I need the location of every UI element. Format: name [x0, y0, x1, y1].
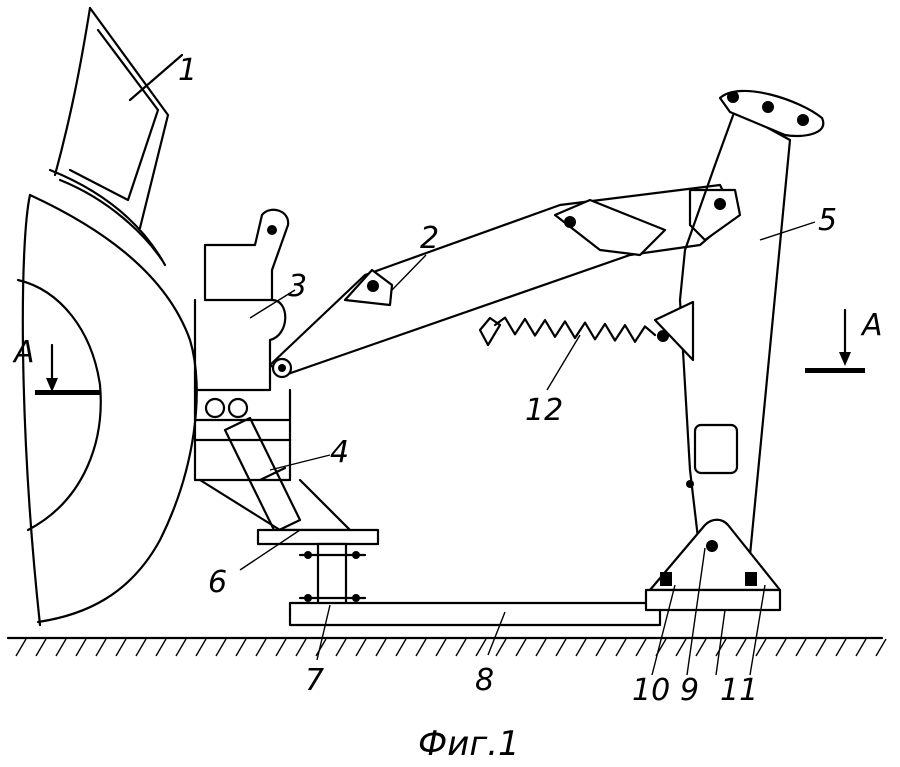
label-6: 6 — [208, 565, 227, 600]
base-beam-part-8 — [288, 601, 662, 627]
tractor-wheel — [16, 168, 198, 627]
label-10: 10 — [632, 673, 670, 708]
foot-assembly-parts-9-10-11 — [644, 518, 782, 612]
label-11: 11 — [720, 673, 758, 708]
label-4: 4 — [330, 435, 349, 470]
section-marker-left — [35, 343, 100, 395]
label-7: 7 — [305, 663, 324, 698]
figure-caption: Фиг.1 — [418, 724, 520, 764]
ground — [6, 636, 887, 657]
upper-link-part-2 — [268, 183, 742, 379]
spring-part-12 — [478, 316, 657, 347]
part-labels: 1 2 3 4 5 6 7 8 9 10 11 12 А А — [12, 53, 883, 708]
label-2: 2 — [420, 221, 439, 256]
section-label-right: А — [860, 308, 883, 343]
leader-lines — [239, 221, 816, 676]
label-1: 1 — [178, 53, 197, 88]
hitch-body-part-3 — [193, 208, 292, 482]
label-12: 12 — [525, 393, 563, 428]
hydraulic-cylinder-part-4 — [198, 416, 352, 534]
section-label-left: А — [12, 335, 35, 370]
label-9: 9 — [680, 673, 699, 708]
label-5: 5 — [818, 203, 837, 238]
tractor-cab-part-1 — [53, 6, 184, 230]
label-3: 3 — [288, 269, 307, 304]
post-part-7 — [298, 542, 367, 608]
rack-part-5 — [653, 89, 825, 557]
section-marker-right — [805, 308, 865, 373]
label-8: 8 — [475, 663, 494, 698]
mount-plate-part-6 — [256, 528, 380, 546]
